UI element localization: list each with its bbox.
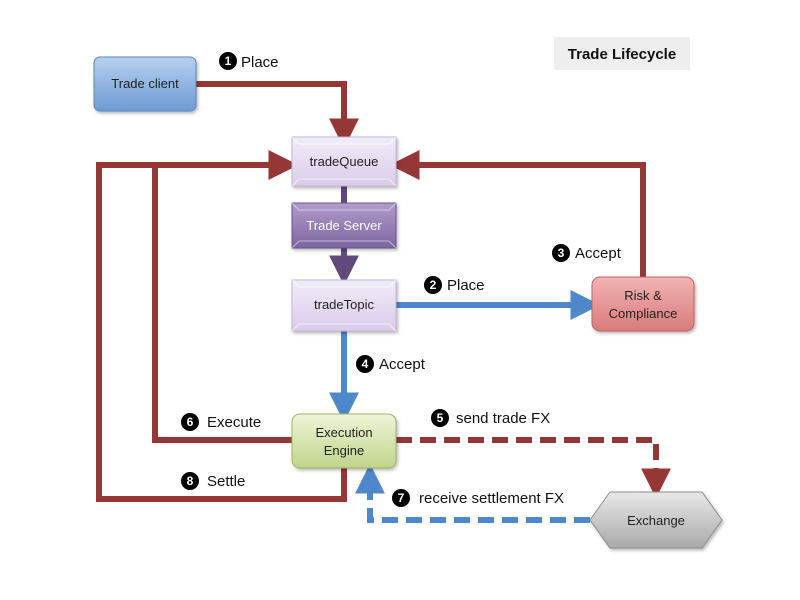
node-risk-label-line1: Risk & [624, 288, 662, 303]
step-1-place: 1 Place [219, 52, 279, 71]
node-exchange [589, 491, 723, 549]
node-risk-label-line2: Compliance [609, 306, 678, 321]
step-6-execute: 6 Execute [181, 413, 261, 431]
step-2-place: 2 Place [424, 276, 485, 294]
step-5-send-trade-fx: 5 send trade FX [431, 409, 550, 427]
node-exchange-label: Exchange [627, 513, 685, 528]
step-7-number: 7 [398, 491, 405, 505]
node-trade-queue-label: tradeQueue [310, 154, 379, 169]
step-6-badge [181, 413, 199, 431]
node-execution-engine [291, 413, 397, 469]
node-risk-compliance [591, 276, 695, 332]
step-6-text: Execute [207, 414, 261, 431]
step-5-badge [431, 409, 449, 427]
step-4-text: Accept [379, 356, 426, 373]
step-5-number: 5 [437, 411, 444, 425]
node-trade-queue [291, 136, 397, 187]
step-4-badge [356, 355, 374, 373]
node-engine-label-line2: Engine [324, 443, 364, 458]
step-1-number: 1 [225, 54, 232, 68]
step-3-accept: 3 Accept [552, 244, 622, 262]
node-trade-server [291, 202, 397, 249]
node-trade-client [93, 56, 197, 112]
step-2-badge [424, 276, 442, 294]
flow-accept-risk-to-queue [389, 150, 646, 277]
flow-settle-engine-to-queue [96, 162, 347, 502]
step-3-text: Accept [575, 245, 622, 262]
diagram-title: Trade Lifecycle [554, 37, 690, 70]
step-8-number: 8 [187, 474, 194, 488]
step-3-number: 3 [558, 246, 565, 260]
step-8-settle: 8 Settle [181, 472, 245, 490]
step-1-text: Place [241, 54, 279, 71]
step-7-badge [392, 489, 410, 507]
node-trade-topic-label: tradeTopic [314, 297, 374, 312]
node-trade-client-label: Trade client [111, 76, 179, 91]
step-6-number: 6 [187, 415, 194, 429]
step-8-text: Settle [207, 473, 245, 490]
step-4-number: 4 [362, 357, 369, 371]
step-2-number: 2 [430, 278, 437, 292]
flow-send-trade-fx [396, 437, 671, 499]
step-2-text: Place [447, 277, 485, 294]
step-7-text: receive settlement FX [419, 490, 564, 507]
node-engine-label-line1: Execution [315, 425, 372, 440]
step-8-badge [181, 472, 199, 490]
title-text: Trade Lifecycle [568, 46, 676, 63]
step-4-accept: 4 Accept [356, 355, 426, 373]
step-5-text: send trade FX [456, 410, 550, 427]
step-7-receive-settlement-fx: 7 receive settlement FX [392, 489, 564, 507]
step-3-badge [552, 244, 570, 262]
flow-place-client-to-queue [196, 81, 359, 149]
node-trade-server-label: Trade Server [306, 218, 382, 233]
node-trade-topic [291, 279, 397, 332]
flow-receive-settlement-fx [355, 463, 590, 523]
flow-execute-engine-to-queue [152, 150, 299, 443]
step-1-badge [219, 52, 237, 70]
